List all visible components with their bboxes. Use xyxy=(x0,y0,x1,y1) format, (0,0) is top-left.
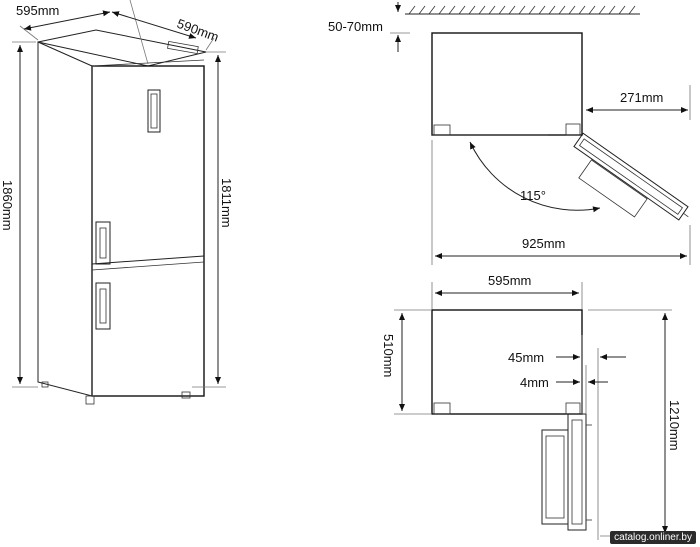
dim-front-width: 595mm xyxy=(16,3,59,18)
fridge-3d-view: 595mm 590mm 1860mm 1811mm xyxy=(0,0,234,405)
dim-door-angle: 115° xyxy=(520,188,546,203)
dim-body-height: 1811mm xyxy=(219,178,234,228)
dim-total-height: 1860mm xyxy=(0,180,15,231)
dim-door-open-depth: 271mm xyxy=(620,90,663,105)
dim-side-clearance-45: 45mm xyxy=(508,350,544,365)
dim-front-depth: 590mm xyxy=(175,16,221,45)
dim-open-depth-side: 1210mm xyxy=(667,400,682,451)
dim-open-width: 925mm xyxy=(522,236,565,251)
top-view-door-open: 50-70mm 115° 271mm 925mm xyxy=(328,2,691,265)
dim-wall-gap: 50-70mm xyxy=(328,19,383,34)
dim-side-clearance-4: 4mm xyxy=(520,375,549,390)
dim-top-depth: 510mm xyxy=(381,334,396,377)
watermark-badge: catalog.onliner.by xyxy=(610,531,696,544)
dim-top-width: 595mm xyxy=(488,273,531,288)
top-view-side-clearance: 595mm 510mm 45mm 4mm 1210mm xyxy=(381,273,682,540)
